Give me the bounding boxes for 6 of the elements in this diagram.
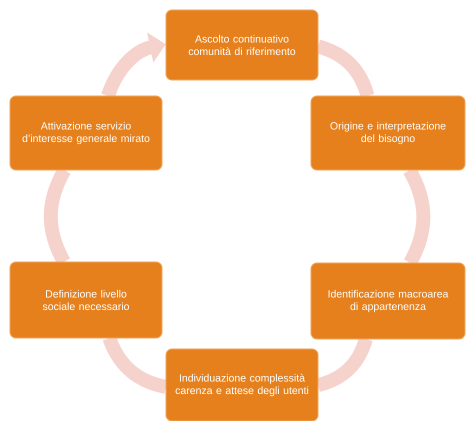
process-box: Identificazione macroarea di appartenenza	[310, 262, 466, 340]
process-box: Individuazione complessità carenza e attese degli utenti	[166, 348, 318, 421]
process-box: Ascolto continuativo comunità di riferimento	[166, 10, 318, 80]
process-box: Origine e interpretazione del bisogno	[310, 96, 466, 170]
process-box: Definizione livello sociale necessario	[10, 262, 162, 338]
process-box: Attivazione servizio d’interesse generale mirato	[10, 96, 162, 170]
